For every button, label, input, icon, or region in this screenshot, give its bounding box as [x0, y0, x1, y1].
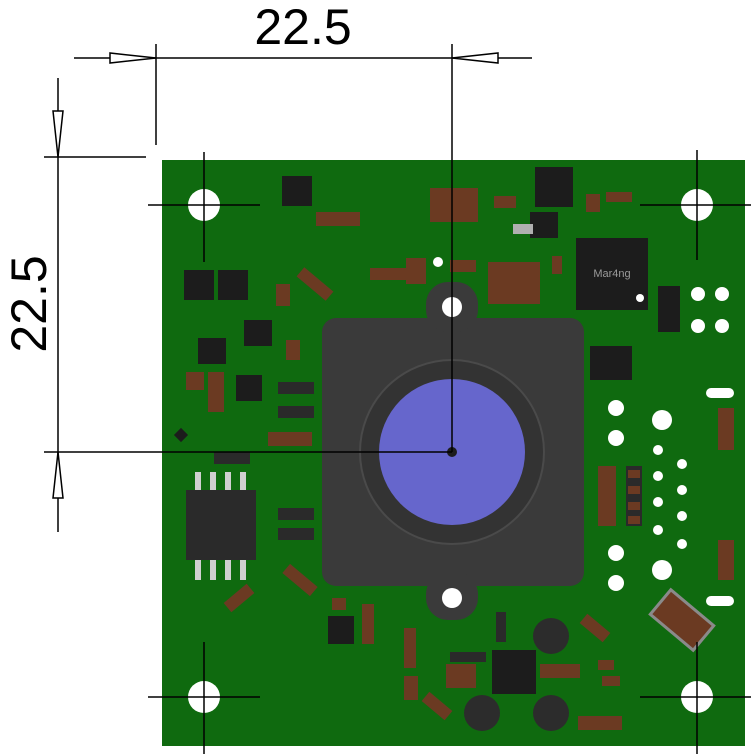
brown-components	[186, 188, 734, 730]
dimension-arrows	[52, 52, 499, 499]
soic-chip	[186, 472, 256, 580]
lens-mount	[322, 282, 584, 620]
tantalum-capacitor	[648, 587, 716, 653]
horizontal-dimension-label: 22.5	[254, 0, 351, 55]
chip-marking: Mar4ng	[593, 268, 630, 280]
arrow-bottom-icon	[52, 451, 64, 499]
white-pads	[433, 257, 734, 606]
round-components	[464, 618, 569, 731]
resistor-array-left	[214, 382, 506, 662]
arrow-top-icon	[52, 110, 64, 158]
resistor-array-right	[626, 466, 642, 526]
vertical-dimension-label: 22.5	[1, 255, 57, 352]
arrow-left-icon	[109, 52, 157, 64]
black-components	[173, 167, 680, 694]
arrow-right-icon	[451, 52, 499, 64]
